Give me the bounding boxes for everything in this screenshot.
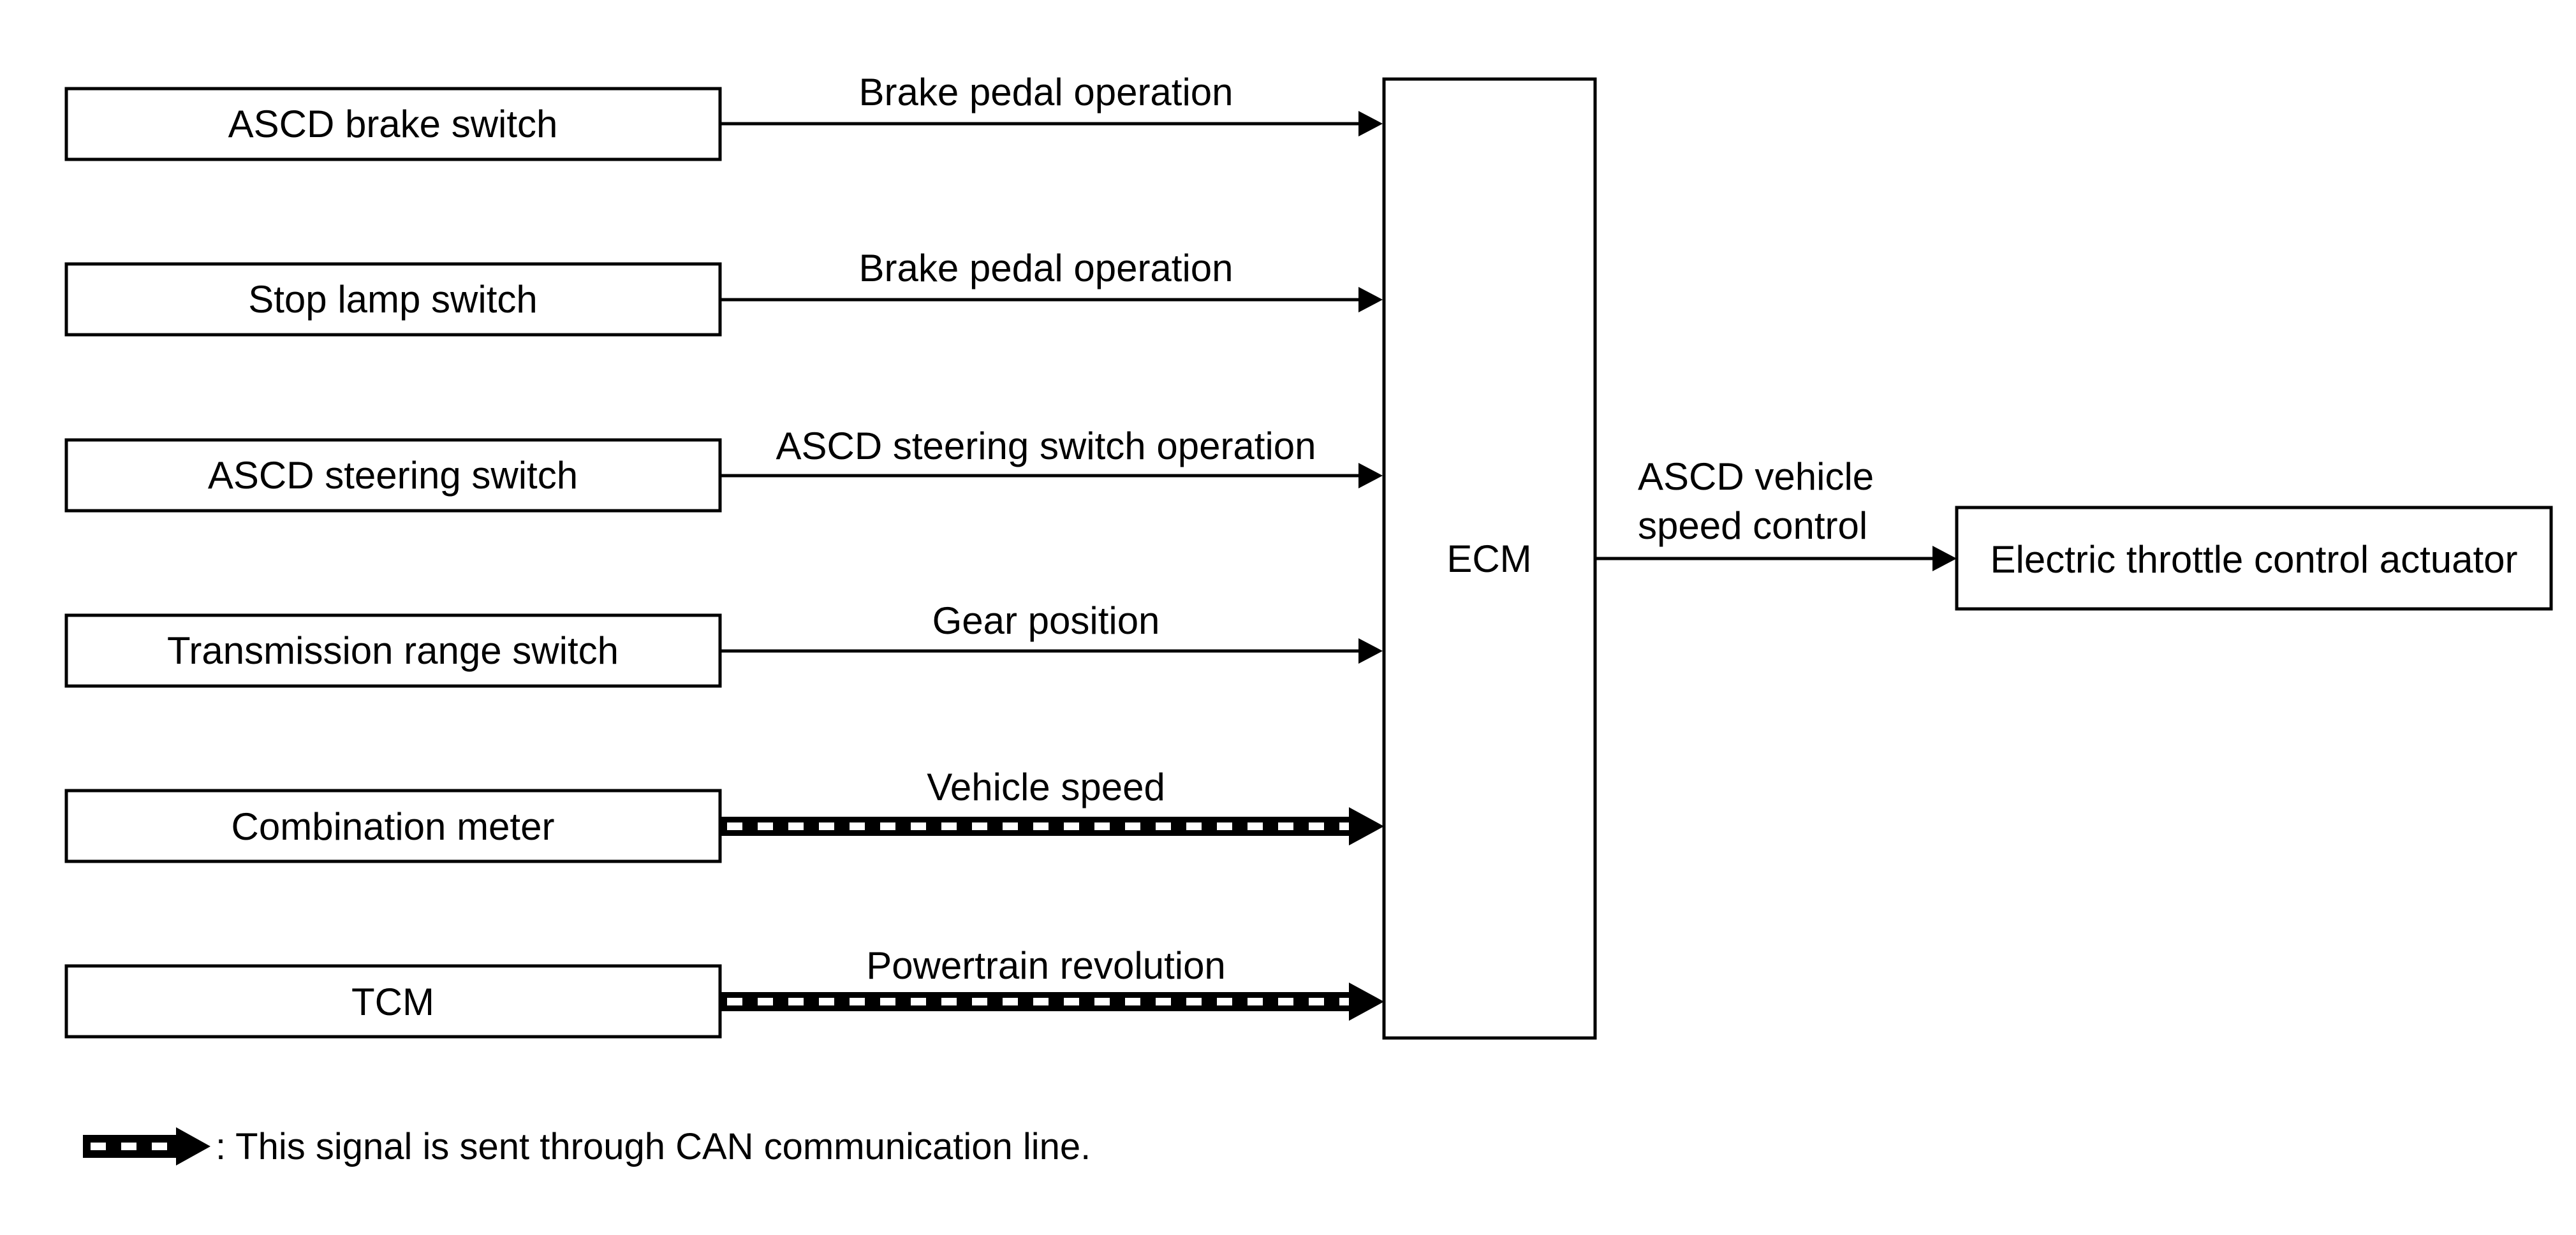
input-label-combination-meter: Combination meter — [232, 805, 555, 848]
input-row-tcm: TCM Powertrain revolution — [64, 944, 1384, 1039]
ecm-label: ECM — [1446, 537, 1531, 580]
arrowhead-icon — [176, 1127, 210, 1166]
signal-label-ascd-steering-switch-operation: ASCD steering switch operation — [776, 425, 1316, 467]
legend-text: : This signal is sent through CAN commun… — [216, 1126, 1091, 1167]
input-label-transmission-range-switch: Transmission range switch — [167, 629, 619, 672]
input-row-transmission-range-switch: Transmission range switch Gear position — [64, 599, 1383, 688]
arrowhead-icon — [1358, 287, 1383, 312]
input-box-transmission-range-switch — [64, 613, 722, 688]
signal-label-gear-position: Gear position — [932, 599, 1160, 642]
input-row-ascd-brake-switch: ASCD brake switch Brake pedal operation — [64, 71, 1383, 161]
arrowhead-icon — [1349, 983, 1384, 1021]
input-box-tcm — [64, 964, 722, 1039]
arrowhead-icon — [1932, 546, 1957, 571]
input-box-stop-lamp-switch — [64, 262, 722, 337]
input-box-ascd-brake-switch — [64, 87, 722, 161]
arrowhead-icon — [1358, 638, 1383, 664]
input-row-combination-meter: Combination meter Vehicle speed — [64, 766, 1384, 863]
signal-label-vehicle-speed: Vehicle speed — [927, 766, 1165, 808]
input-label-stop-lamp-switch: Stop lamp switch — [248, 278, 538, 321]
arrowhead-icon — [1358, 463, 1383, 488]
arrowhead-icon — [1358, 111, 1383, 136]
input-box-ascd-steering-switch — [64, 438, 722, 513]
signal-label-speed-control: speed control — [1638, 504, 1867, 547]
output-row-electric-throttle-control-actuator: ASCD vehicle speed control Electric thro… — [1595, 455, 2553, 611]
input-row-stop-lamp-switch: Stop lamp switch Brake pedal operation — [64, 247, 1383, 337]
input-label-ascd-steering-switch: ASCD steering switch — [208, 454, 578, 497]
signal-label-ascd-vehicle: ASCD vehicle — [1638, 455, 1874, 498]
input-label-tcm: TCM — [351, 981, 434, 1023]
signal-label-powertrain-revolution: Powertrain revolution — [866, 944, 1226, 987]
signal-label-brake-pedal-operation: Brake pedal operation — [858, 247, 1233, 289]
ecm-block: ECM — [1382, 77, 1597, 1040]
arrowhead-icon — [1349, 807, 1384, 845]
ecm-box — [1382, 77, 1597, 1040]
legend: : This signal is sent through CAN commun… — [83, 1126, 1091, 1167]
signal-label-brake-pedal-operation: Brake pedal operation — [858, 71, 1233, 113]
input-label-ascd-brake-switch: ASCD brake switch — [228, 103, 558, 145]
input-row-ascd-steering-switch: ASCD steering switch ASCD steering switc… — [64, 425, 1383, 513]
output-box-electric-throttle-control-actuator — [1955, 506, 2553, 611]
output-label-electric-throttle-control-actuator: Electric throttle control actuator — [1990, 538, 2517, 581]
